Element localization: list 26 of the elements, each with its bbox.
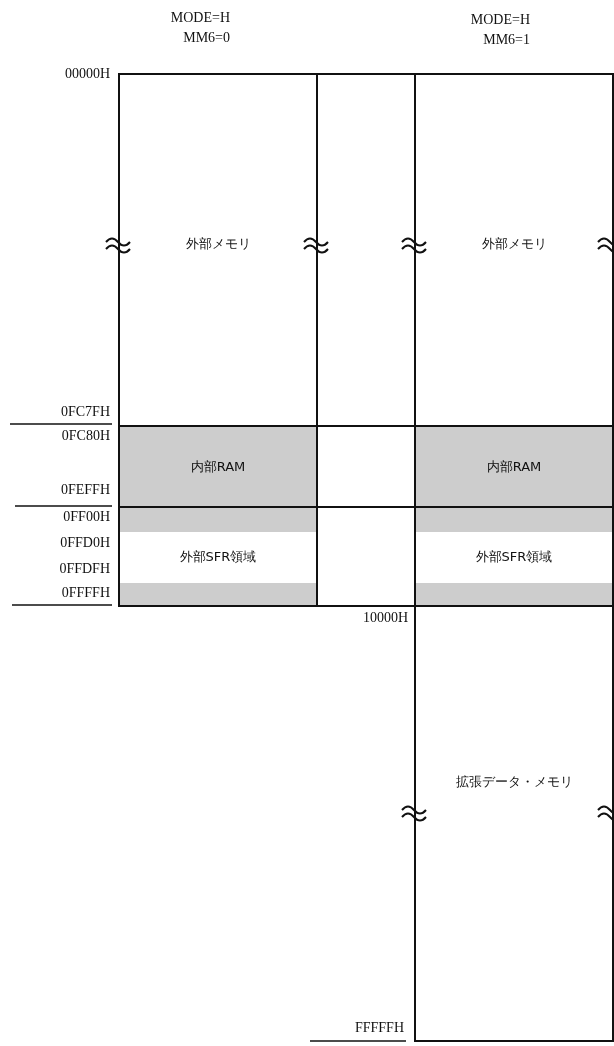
- address-label: 0FFFFH: [61, 585, 110, 601]
- address-label: 0FF00H: [63, 509, 110, 525]
- region-name: 外部メモリ: [481, 235, 547, 253]
- memory-block: [414, 73, 614, 427]
- address-label: 0FFD0H: [60, 535, 110, 551]
- memory-block: [118, 73, 318, 427]
- address-label: 0FC80H: [61, 428, 110, 444]
- address-label: 10000H: [362, 610, 408, 626]
- address-label: 0FC7FH: [60, 404, 110, 420]
- memory-block: [414, 425, 614, 508]
- region-name: 内部RAM: [190, 457, 246, 476]
- memory-block: [414, 605, 614, 1042]
- address-label: 0FEFFH: [60, 482, 110, 498]
- memory-block: [414, 506, 614, 607]
- region-name: 内部RAM: [486, 457, 542, 476]
- address-label: FFFFFH: [354, 1020, 404, 1036]
- region-name: 拡張データ・メモリ: [455, 773, 573, 791]
- address-label: 0FFDFH: [59, 561, 110, 577]
- memory-block: [118, 506, 318, 607]
- region-name: 外部SFR領域: [475, 547, 553, 566]
- memory-block: [118, 425, 318, 508]
- address-label: 00000H: [64, 66, 110, 82]
- region-name: 外部メモリ: [185, 235, 251, 253]
- region-name: 外部SFR領域: [179, 547, 257, 566]
- mode-label: MODE=H MM6=1: [469, 11, 530, 49]
- mode-label: MODE=H MM6=0: [169, 9, 230, 47]
